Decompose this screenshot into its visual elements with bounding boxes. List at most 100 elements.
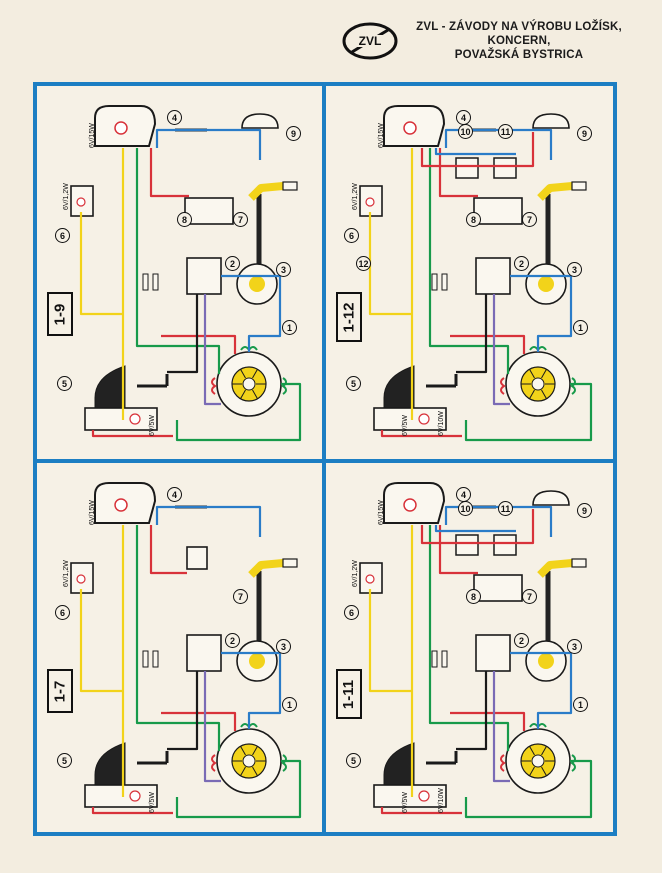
callout-8: 8 — [466, 589, 481, 604]
spark-plug-cap — [248, 182, 284, 201]
wire-red-relay — [420, 509, 535, 545]
side-lamp-bulb-icon — [76, 197, 86, 207]
wire-violet — [203, 671, 221, 783]
horn — [383, 742, 415, 786]
callout-8: 8 — [466, 212, 481, 227]
switch-block — [184, 197, 234, 225]
wire-violet — [492, 671, 510, 783]
side-lamp-bulb-icon — [365, 197, 375, 207]
wire-black-horn — [456, 671, 488, 751]
relay-11 — [493, 534, 517, 556]
connector — [142, 273, 149, 291]
bulb-rating: 6V/1,2W — [352, 183, 359, 210]
callout-2: 2 — [514, 256, 529, 271]
relay-10 — [455, 157, 479, 179]
magneto-coil-right — [281, 754, 287, 772]
rear-lamp-bulb-icon — [129, 413, 141, 425]
bulb-rating: 6V/10W — [438, 788, 445, 813]
bulb-rating: 6V/1,2W — [352, 560, 359, 587]
callout-8: 8 — [177, 212, 192, 227]
connector — [152, 273, 159, 291]
wire-green-main — [428, 525, 510, 751]
wire-red-charge — [450, 334, 526, 354]
callout-2: 2 — [514, 633, 529, 648]
headlamp-bulb-icon — [403, 121, 417, 135]
switch-block — [186, 546, 208, 570]
spark-plug-cap — [537, 182, 573, 201]
wire-red-rear — [380, 430, 462, 438]
company-line-2: KONCERN, — [487, 35, 551, 47]
wire-black-horn — [167, 671, 199, 751]
callout-7: 7 — [522, 589, 537, 604]
callout-2: 2 — [225, 256, 240, 271]
callout-1: 1 — [282, 320, 297, 335]
bulb-rating: 6V/5W — [149, 791, 156, 813]
frame-divider-horizontal — [33, 459, 617, 463]
switch-block — [473, 197, 523, 225]
callout-3: 3 — [276, 639, 291, 654]
callout-9: 9 — [577, 126, 592, 141]
bulb-rating: 6V/15W — [378, 123, 385, 148]
spark-plug-cap — [248, 559, 284, 578]
relay-10 — [455, 534, 479, 556]
wire-blue-coil — [221, 274, 282, 352]
wire-black-horn — [456, 294, 488, 374]
callout-10: 10 — [458, 124, 473, 139]
wire-violet — [203, 294, 221, 406]
callout-4: 4 — [167, 487, 182, 502]
bulb-rating: 6V/1,2W — [63, 560, 70, 587]
magneto-coil-right — [570, 754, 576, 772]
callout-9: 9 — [577, 503, 592, 518]
side-lamp-bulb-icon — [365, 574, 375, 584]
bulb-rating: 6V/5W — [402, 791, 409, 813]
wire-red-charge — [161, 711, 237, 731]
connector — [441, 273, 448, 291]
speedometer-lamp — [532, 113, 570, 129]
ignition-coil-core — [538, 276, 554, 292]
headlamp-bulb-icon — [403, 498, 417, 512]
spark-plug — [282, 181, 298, 191]
horn — [383, 365, 415, 409]
wire-violet — [492, 294, 510, 406]
connector — [441, 650, 448, 668]
speedometer-lamp — [241, 113, 279, 129]
callout-4: 4 — [167, 110, 182, 125]
wire-green-main — [428, 148, 510, 374]
connector — [142, 650, 149, 668]
spark-plug-cap — [537, 559, 573, 578]
wire-red-rear — [91, 807, 173, 815]
wire-green-loop — [464, 382, 593, 442]
relay-11 — [493, 157, 517, 179]
wire-red-rear — [380, 807, 462, 815]
callout-1: 1 — [282, 697, 297, 712]
callout-3: 3 — [567, 262, 582, 277]
rear-lamp — [373, 784, 447, 808]
magneto-coil-left — [211, 754, 217, 772]
company-name: ZVL - ZÁVODY NA VÝROBU LOŽÍSK, KONCERN, … — [404, 20, 634, 62]
callout-6: 6 — [55, 228, 70, 243]
logo-text: ZVL — [359, 34, 382, 48]
wire-red-charge — [161, 334, 237, 354]
wire-blue-coil — [221, 651, 282, 729]
wire-red-rear — [91, 430, 173, 438]
panel-label: 1-7 — [47, 669, 73, 713]
magneto-coil-right — [281, 377, 287, 395]
ignition-coil-core — [249, 276, 265, 292]
zvl-logo: ZVL — [342, 22, 398, 60]
wire-green-main — [135, 148, 221, 374]
wire-red-switch — [438, 525, 478, 575]
callout-10: 10 — [458, 501, 473, 516]
bulb-rating: 6V/5W — [402, 414, 409, 436]
bulb-rating: 6V/10W — [438, 411, 445, 436]
magneto-coil-left — [211, 377, 217, 395]
callout-12: 12 — [356, 256, 371, 271]
regulator — [186, 257, 222, 295]
panel-label-text: 1-7 — [51, 680, 69, 702]
wire-blue-relay — [434, 525, 516, 533]
magneto-coil-left — [500, 754, 506, 772]
wiring-svg — [359, 105, 593, 442]
headlamp-bulb-icon — [114, 121, 128, 135]
rear-lamp-bulb-icon — [418, 413, 430, 425]
wire-yellow-side — [79, 589, 123, 693]
